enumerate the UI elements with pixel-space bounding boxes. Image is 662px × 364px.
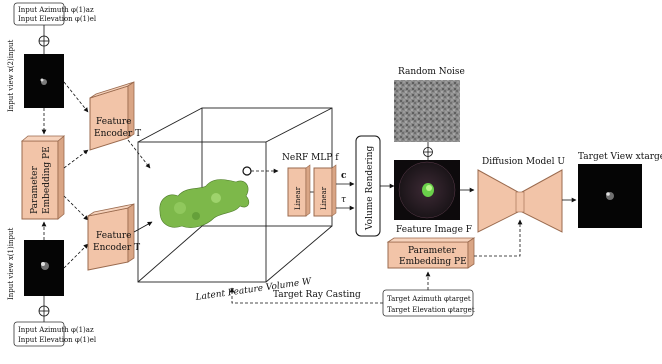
top-input-elevation-label: Input Elevation φ(1)el: [18, 15, 97, 23]
param-embedding-right-line1: Parameter: [408, 246, 456, 256]
feature-blob: [159, 179, 250, 228]
feature-image-label: Feature Image F: [396, 225, 472, 235]
volume-rendering-box: Volume Rendering: [355, 135, 381, 237]
top-input-params-box: Input Azimuth φ(1)az Input Elevation φ(1…: [13, 2, 97, 26]
color-output-label: c: [341, 171, 347, 181]
target-elevation-label: Target Elevation φtarget: [387, 306, 475, 314]
top-input-azimuth-label: Input Azimuth φ(1)az: [18, 6, 94, 14]
bottom-input-params-box: Input Azimuth φ(1)az Input Elevation φ(1…: [13, 321, 97, 347]
bottom-input-elevation-label: Input Elevation φ(1)el: [18, 336, 97, 344]
density-output-label: τ: [341, 195, 347, 205]
feature-encoder-top: Feature Encoder T: [89, 81, 141, 151]
param-embedding-left: Parameter Embedding PE: [20, 135, 66, 220]
random-noise-image: [394, 80, 460, 142]
encoder-bottom-line1: Feature: [96, 231, 132, 241]
top-input-view-image: [24, 54, 64, 108]
top-input-view-label: Input view x(2)input: [7, 40, 15, 112]
target-params-box: Target Azimuth φtarget Target Elevation …: [382, 289, 475, 317]
param-embedding-right: Parameter Embedding PE: [386, 237, 476, 269]
volume-rendering-label: Volume Rendering: [365, 146, 375, 231]
oplus-icon: [38, 35, 50, 47]
diffusion-model-label: Diffusion Model U: [482, 157, 565, 167]
nerf-linear-2: Linear: [313, 164, 337, 217]
encoder-bottom-line2: Encoder T: [93, 243, 140, 253]
encoder-top-line2: Encoder T: [94, 129, 141, 139]
nerf-linear-2-label: Linear: [320, 186, 328, 210]
param-embedding-left-line1: Parameter: [30, 166, 40, 214]
bottom-input-view-label: Input view x(1)input: [7, 228, 15, 300]
nerf-linear-1-label: Linear: [294, 186, 302, 210]
encoder-top-line1: Feature: [96, 117, 132, 127]
ray-sample-point: [242, 166, 252, 176]
target-azimuth-label: Target Azimuth φtarget: [387, 295, 471, 303]
bottom-input-azimuth-label: Input Azimuth φ(1)az: [18, 326, 94, 334]
param-embedding-right-line2: Embedding PE: [399, 257, 467, 267]
bottom-input-view-image: [24, 240, 64, 296]
oplus-icon: [38, 305, 50, 317]
feature-image: [394, 160, 460, 220]
oplus-icon: [423, 147, 433, 157]
target-view-label: Target View xtarget: [578, 152, 662, 162]
nerf-linear-1: Linear: [287, 164, 311, 217]
diffusion-model-unet: [477, 169, 563, 233]
latent-feature-volume: [137, 107, 333, 283]
random-noise-label: Random Noise: [398, 67, 465, 77]
target-view-image: [578, 164, 642, 228]
param-embedding-left-line2: Embedding PE: [42, 146, 52, 214]
feature-encoder-bottom: Feature Encoder T: [87, 203, 140, 271]
ray-casting-label: Target Ray Casting: [273, 290, 361, 300]
nerf-title: NeRF MLP f: [282, 153, 339, 163]
